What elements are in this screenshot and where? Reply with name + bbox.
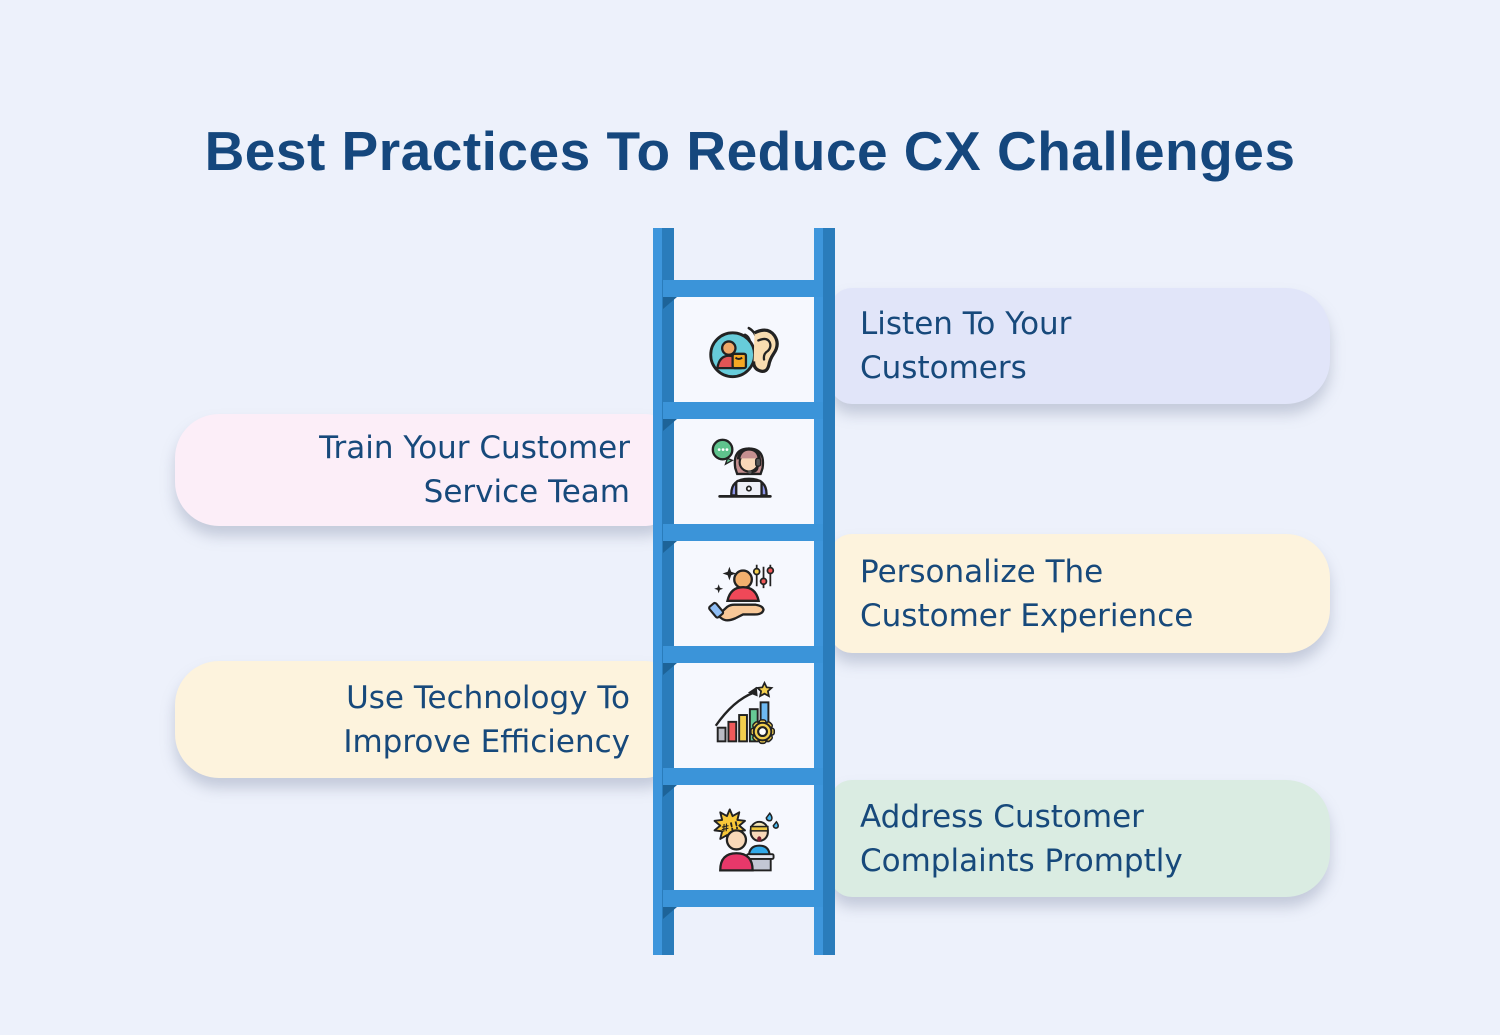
card-use-technology: Use Technology To Improve Efficiency — [175, 661, 668, 778]
ladder-rung — [663, 524, 823, 553]
card-label-line: Customers — [860, 350, 1027, 386]
personalization-icon — [705, 554, 785, 634]
ladder-rung — [663, 890, 823, 919]
ladder-rung — [663, 280, 823, 309]
card-label-line: Complaints Promptly — [860, 842, 1183, 879]
card-label-line: Train Your Customer — [319, 430, 630, 466]
card-train-service-team: Train Your Customer Service Team — [175, 414, 668, 526]
card-label-line: Personalize The — [860, 553, 1104, 590]
card-address-complaints: Address Customer Complaints Promptly — [830, 780, 1330, 897]
support-agent-icon — [705, 432, 785, 512]
ladder-right-rail — [814, 228, 835, 955]
card-label-line: Address Customer — [860, 798, 1144, 835]
card-label-line: Customer Experience — [860, 597, 1194, 634]
card-label-line: Improve Efficiency — [343, 723, 630, 760]
page-title: Best Practices To Reduce CX Challenges — [204, 119, 1296, 182]
listening-ear-icon — [705, 310, 785, 390]
ladder-rung — [663, 402, 823, 431]
card-label-line: Use Technology To — [346, 679, 630, 716]
card-label-line: Listen To Your — [860, 306, 1072, 342]
card-listen-to-customers: Listen To Your Customers — [830, 288, 1330, 404]
growth-gear-icon — [705, 676, 785, 756]
customer-complaint-icon: #!! — [705, 798, 785, 878]
card-personalize-experience: Personalize The Customer Experience — [830, 534, 1330, 653]
card-label-line: Service Team — [423, 474, 630, 510]
ladder-left-rail — [653, 228, 674, 955]
ladder-rung — [663, 646, 823, 675]
ladder-rung — [663, 768, 823, 797]
